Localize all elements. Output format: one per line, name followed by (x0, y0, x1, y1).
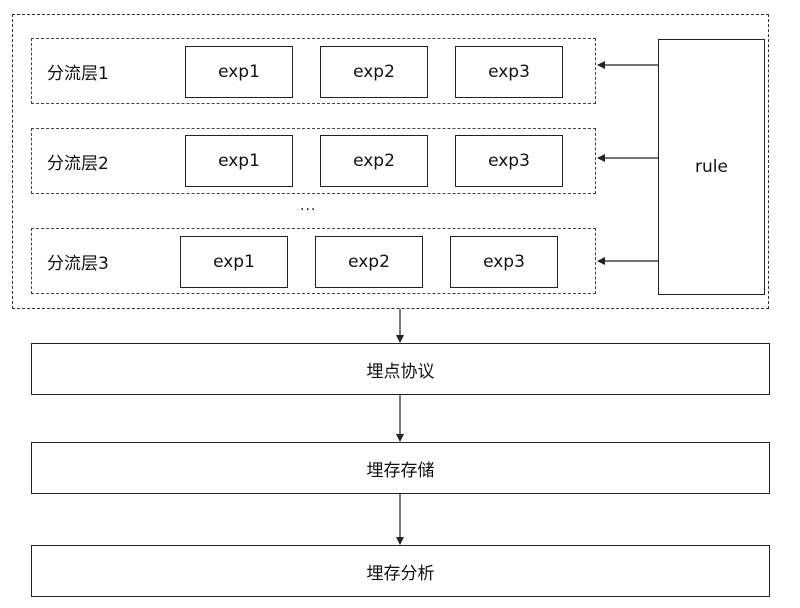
layer-1-exp2: exp2 (320, 46, 428, 98)
layer-3-exp1: exp1 (180, 236, 288, 288)
layer-2-label: 分流层2 (47, 153, 109, 174)
layer-2-exp1: exp1 (185, 135, 293, 187)
layer-1: 分流层1 (31, 38, 596, 104)
layer-2: 分流层2 (31, 128, 596, 194)
layer-2-exp2: exp2 (320, 135, 428, 187)
rule-box: rule (658, 39, 765, 295)
more-layers-ellipsis: ... (300, 198, 317, 214)
layer-1-label: 分流层1 (47, 63, 109, 84)
layer-3-label: 分流层3 (47, 253, 109, 274)
layer-2-exp3: exp3 (455, 135, 563, 187)
experiment-platform-container (12, 14, 769, 309)
tracking-protocol-stage: 埋点协议 (31, 343, 770, 395)
layer-3-exp2: exp2 (315, 236, 423, 288)
layer-3: 分流层3 (31, 228, 596, 294)
tracking-analysis-stage: 埋存分析 (31, 545, 770, 597)
layer-3-exp3: exp3 (450, 236, 558, 288)
layer-1-exp3: exp3 (455, 46, 563, 98)
layer-1-exp1: exp1 (185, 46, 293, 98)
tracking-storage-stage: 埋存存储 (31, 442, 770, 494)
